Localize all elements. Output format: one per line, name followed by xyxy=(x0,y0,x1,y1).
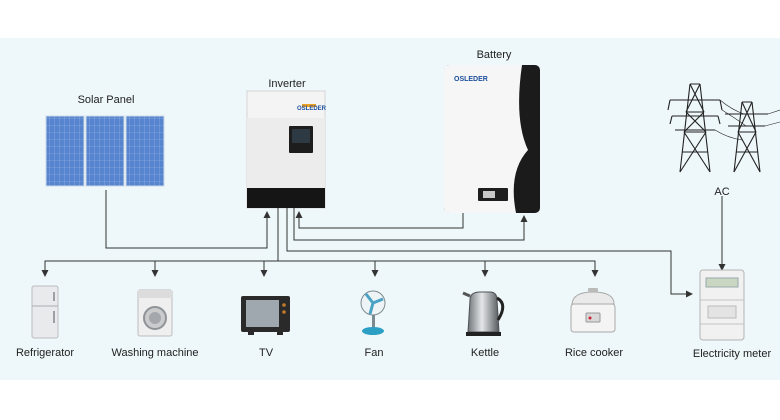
refrigerator-label: Refrigerator xyxy=(15,347,75,359)
washing-machine-label: Washing machine xyxy=(111,347,199,359)
fan-icon xyxy=(360,290,386,335)
fan-label: Fan xyxy=(364,347,384,359)
diagram-background xyxy=(0,38,780,380)
pylon-icon xyxy=(667,83,780,173)
kettle-label: Kettle xyxy=(470,347,500,359)
tv-label: TV xyxy=(258,347,274,359)
rice-cooker-label: Rice cooker xyxy=(564,347,624,359)
solar-panel-label: Solar Panel xyxy=(77,94,135,106)
inverter-logo: OSLEDER xyxy=(297,106,327,112)
battery-icon xyxy=(444,65,540,213)
battery-label: Battery xyxy=(476,49,512,61)
tv-icon xyxy=(241,296,290,335)
ac-label: AC xyxy=(714,186,730,198)
washing-machine-icon xyxy=(137,289,173,337)
inverter-label: Inverter xyxy=(268,78,306,90)
rice-cooker-icon xyxy=(570,288,616,333)
connection-lines xyxy=(41,190,726,298)
electricity-meter-icon xyxy=(699,269,745,341)
battery-logo: OSLEDER xyxy=(454,76,488,83)
refrigerator-icon xyxy=(31,285,59,339)
inverter-icon xyxy=(246,90,326,209)
electricity-meter-label: Electricity meter xyxy=(692,348,772,360)
kettle-icon xyxy=(462,291,505,336)
solar-panel-icon xyxy=(45,115,165,187)
